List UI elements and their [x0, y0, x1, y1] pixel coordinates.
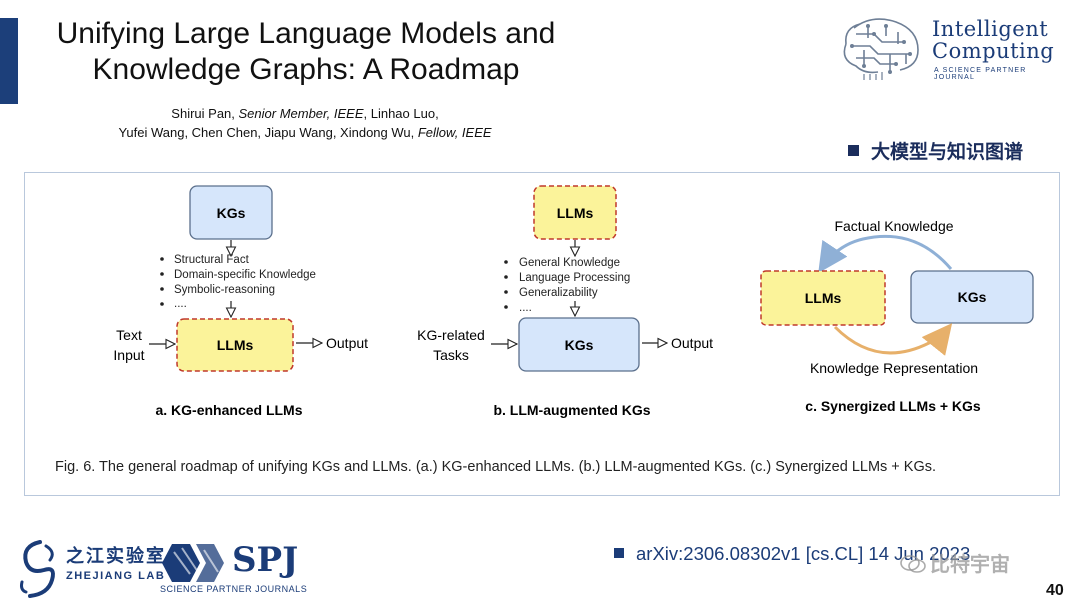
- logo-name-line-1: Intelligent: [932, 17, 1049, 41]
- panel-b-bullet-4: ....: [519, 302, 532, 314]
- author-list: Shirui Pan, Senior Member, IEEE, Linhao …: [70, 104, 540, 142]
- slide-title-line-2: Knowledge Graphs: A Roadmap: [92, 53, 520, 86]
- panel-b-kg-label: KGs: [565, 337, 594, 353]
- author-names-1: Shirui Pan,: [171, 106, 239, 121]
- panel-c-llm-box: [760, 270, 886, 326]
- arxiv-text: arXiv:2306.08302v1 [cs.CL] 14 Jun 2023: [636, 543, 971, 564]
- panel-b-bullet-3: Generalizability: [519, 287, 598, 299]
- zhejiang-lab-en-name: ZHEJIANG LAB: [66, 570, 166, 582]
- panel-c-representation-arrow: [833, 323, 953, 356]
- slide-title: Unifying Large Language Models and Knowl…: [36, 16, 576, 88]
- title-accent-bar: [0, 18, 18, 104]
- panel-c-top-label: Factual Knowledge: [834, 218, 953, 234]
- panel-c-kg-label: KGs: [958, 289, 987, 305]
- panel-a-kg-label: KGs: [217, 205, 246, 221]
- zhejiang-lab-logo: 之江实验室 ZHEJIANG LAB: [16, 536, 166, 602]
- spj-subtitle: SCIENCE PARTNER JOURNALS: [160, 584, 308, 594]
- panel-a-llm-box: [176, 318, 294, 372]
- panel-a-bullet-2: Domain-specific Knowledge: [174, 269, 316, 281]
- bullet-square-icon: [614, 548, 624, 558]
- intelligent-computing-logo: Intelligent Computing A SCIENCE PARTNER …: [834, 14, 1064, 84]
- section-tag: 大模型与知识图谱: [848, 137, 1023, 164]
- panel-a: KGs Structural Fact Domain-specific Know…: [113, 185, 368, 418]
- author-role-2: Fellow, IEEE: [417, 125, 492, 140]
- logo-subtitle: A SCIENCE PARTNER JOURNAL: [934, 67, 1027, 81]
- panel-c: Factual Knowledge LLMs KGs Knowledge Rep…: [760, 218, 1034, 414]
- slide-title-line-1: Unifying Large Language Models and: [56, 17, 556, 50]
- wechat-icon: [900, 555, 926, 573]
- panel-b-input-line-2: Tasks: [433, 347, 469, 363]
- panel-b-input-line-1: KG-related: [417, 327, 485, 343]
- author-line-2: Yufei Wang, Chen Chen, Jiapu Wang, Xindo…: [70, 123, 540, 142]
- panel-c-factual-arrow: [818, 234, 953, 274]
- panel-a-kg-box: [189, 185, 273, 240]
- panel-a-input-line-2: Input: [113, 347, 144, 363]
- panel-c-llm-label: LLMs: [805, 290, 842, 306]
- spj-wordmark: SPJ: [232, 540, 299, 580]
- intelligent-computing-wordmark: Intelligent Computing: [932, 18, 1054, 62]
- arxiv-reference: arXiv:2306.08302v1 [cs.CL] 14 Jun 2023: [614, 543, 970, 565]
- logo-name-line-2: Computing: [932, 39, 1055, 63]
- section-tag-text: 大模型与知识图谱: [871, 141, 1024, 163]
- panel-b-llm-box: [533, 185, 617, 240]
- roadmap-diagram: KGs Structural Fact Domain-specific Know…: [113, 185, 1034, 418]
- panel-c-kg-box: [910, 270, 1034, 324]
- spj-hexagon-icon: [162, 544, 224, 582]
- zhejiang-lab-cn-name: 之江实验室: [66, 546, 166, 567]
- bullet-square-icon: [848, 145, 859, 156]
- zhejiang-lab-swirl-icon: [20, 540, 55, 598]
- author-line-1: Shirui Pan, Senior Member, IEEE, Linhao …: [70, 104, 540, 123]
- author-names-1b: , Linhao Luo,: [363, 106, 439, 121]
- panel-b: LLMs General Knowledge Language Processi…: [417, 185, 713, 418]
- panel-a-output-label: Output: [326, 335, 368, 351]
- panel-b-kg-box: [518, 317, 640, 372]
- page-number: 40: [1046, 582, 1064, 599]
- figure-panel: KGs Structural Fact Domain-specific Know…: [24, 172, 1060, 496]
- figure-caption: Fig. 6. The general roadmap of unifying …: [55, 459, 937, 475]
- author-names-2: Yufei Wang, Chen Chen, Jiapu Wang, Xindo…: [118, 125, 418, 140]
- panel-a-input-line-1: Text: [116, 327, 142, 343]
- panel-c-caption: c. Synergized LLMs + KGs: [805, 398, 981, 414]
- panel-c-bottom-label: Knowledge Representation: [810, 360, 978, 376]
- watermark-text: 比特宇宙: [930, 552, 1010, 576]
- panel-a-llm-label: LLMs: [217, 337, 254, 353]
- watermark: 比特宇宙: [900, 548, 1010, 577]
- spj-logo: SPJ SCIENCE PARTNER JOURNALS: [160, 540, 310, 600]
- author-role-1: Senior Member, IEEE: [238, 106, 364, 121]
- panel-b-bullet-2: Language Processing: [519, 272, 630, 284]
- panel-a-caption: a. KG-enhanced LLMs: [155, 402, 302, 418]
- panel-a-bullet-4: ....: [174, 298, 187, 310]
- panel-b-llm-label: LLMs: [557, 205, 594, 221]
- panel-b-bullet-1: General Knowledge: [519, 257, 620, 269]
- panel-a-bullet-3: Symbolic-reasoning: [174, 284, 275, 296]
- panel-b-caption: b. LLM-augmented KGs: [493, 402, 650, 418]
- brain-circuit-icon: [843, 18, 919, 80]
- panel-b-output-label: Output: [671, 335, 713, 351]
- panel-a-bullet-1: Structural Fact: [174, 254, 250, 266]
